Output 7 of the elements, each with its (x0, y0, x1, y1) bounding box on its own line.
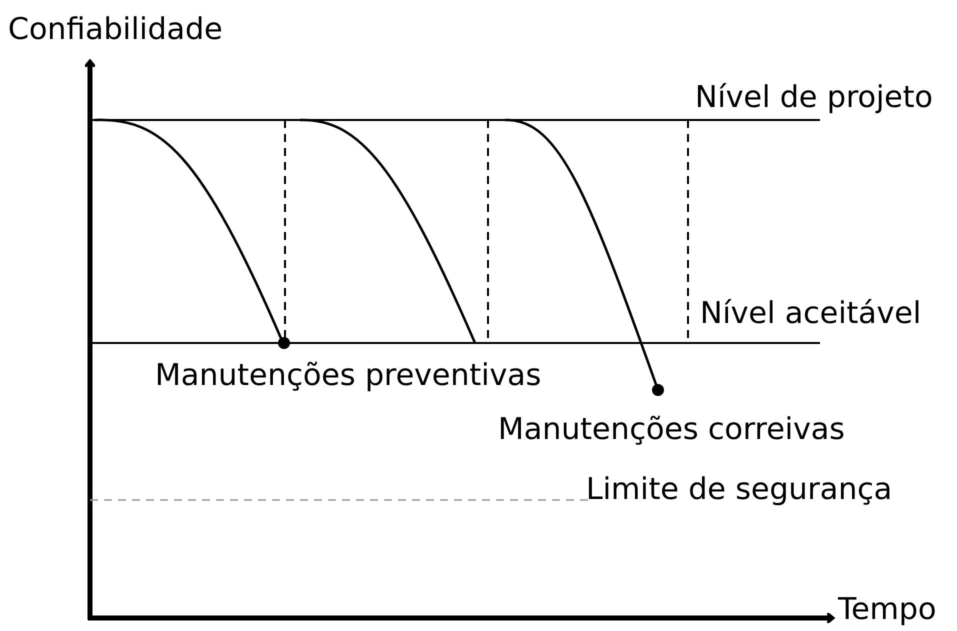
level-label: Nível de projeto (695, 80, 933, 116)
annotation-label: Manutenções preventivas (155, 358, 542, 394)
level-label: Limite de segurança (586, 472, 892, 508)
axis-title: Tempo (838, 592, 936, 628)
axis-title: Confiabilidade (8, 12, 223, 48)
annotation-label: Manutenções correivas (498, 412, 845, 448)
level-label: Nível aceitável (700, 296, 922, 332)
